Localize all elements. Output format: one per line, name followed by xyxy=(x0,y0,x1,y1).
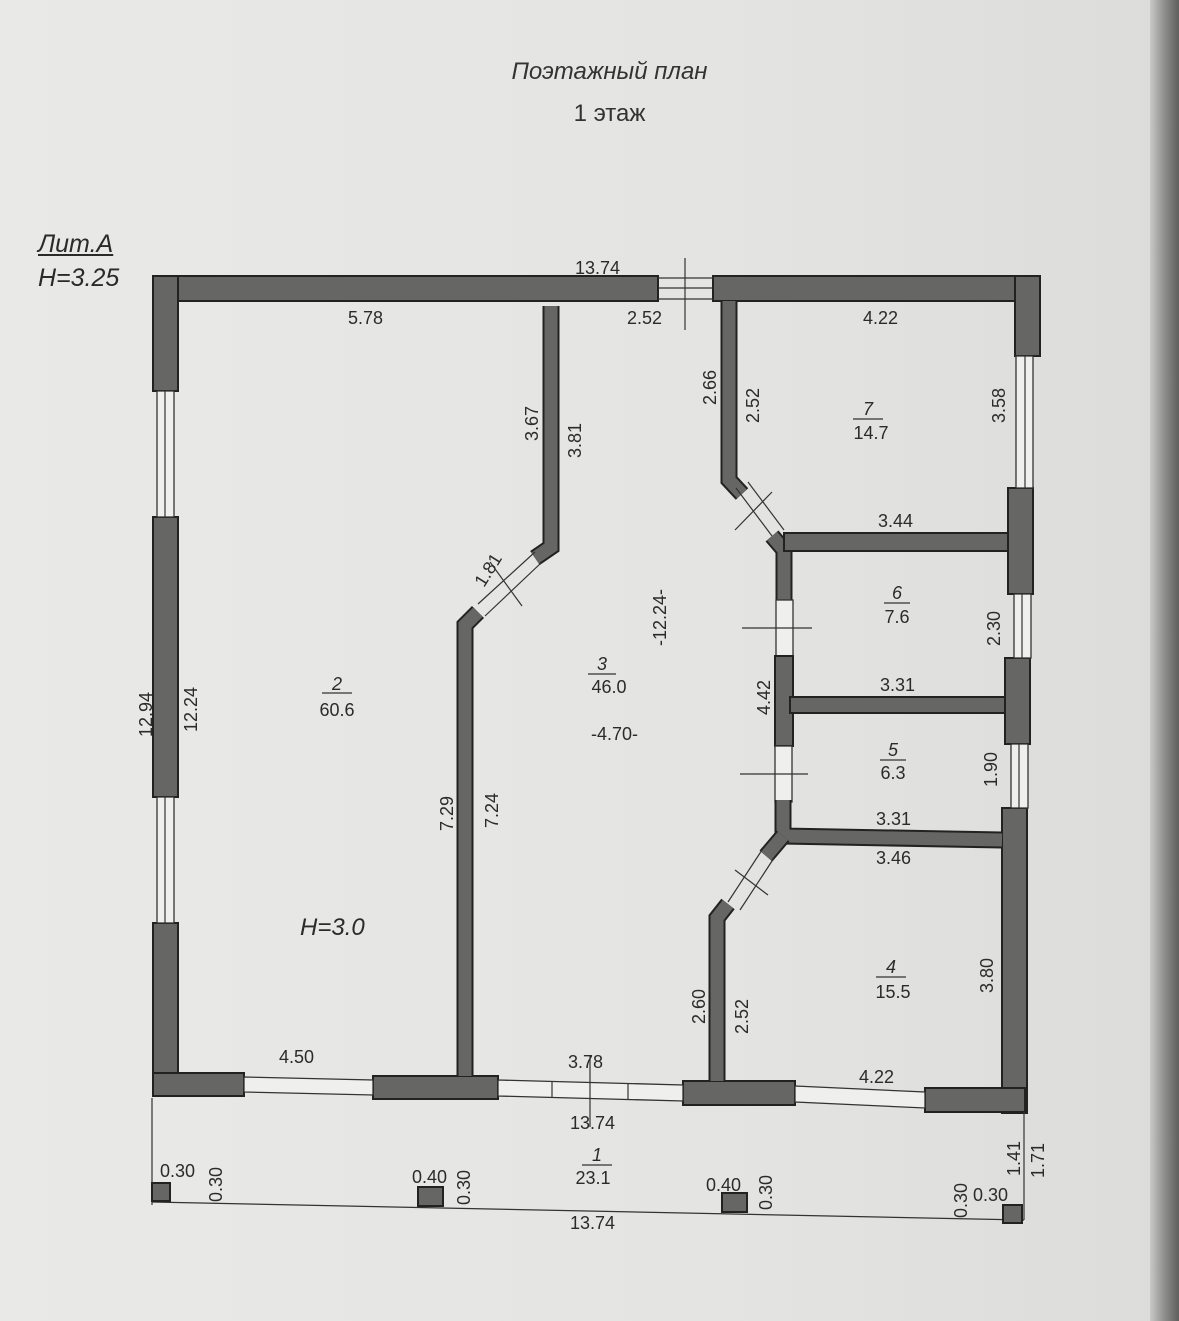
room-6-label: 6 7.6 xyxy=(884,583,910,627)
dim-wall-a-inner: 3.81 xyxy=(565,423,585,458)
dim-top-door: 2.52 xyxy=(627,308,662,328)
dim-room4-right: 3.80 xyxy=(977,958,997,993)
dim-terrace-total: 13.74 xyxy=(570,1213,615,1233)
dim-pillar3-w: 0.40 xyxy=(706,1175,741,1195)
floor-label: 1 этаж xyxy=(573,100,646,127)
liter-label: Лит.А xyxy=(38,230,114,258)
dim-pillar4-h: 0.30 xyxy=(951,1183,971,1218)
dim-room7-right: 3.58 xyxy=(989,388,1009,423)
dim-left-inner: 12.24 xyxy=(181,687,201,732)
dim-bottom-left: 4.50 xyxy=(279,1047,314,1067)
window-bottom-2 xyxy=(794,1085,926,1109)
dim-room4-top: 3.46 xyxy=(876,848,911,868)
terrace-outline xyxy=(151,1201,1025,1221)
dim-partition-vertical: 4.42 xyxy=(754,680,774,715)
dim-room5-right: 1.90 xyxy=(981,752,1001,787)
wall-left-1 xyxy=(152,275,179,392)
dim-pillar2-w: 0.40 xyxy=(412,1167,447,1187)
dim-top-right: 4.22 xyxy=(863,308,898,328)
svg-text:3: 3 xyxy=(597,654,607,674)
page-edge xyxy=(1150,0,1179,1321)
dim-pillar2-h: 0.30 xyxy=(454,1170,474,1205)
wall-right-3 xyxy=(1004,657,1031,745)
svg-text:5: 5 xyxy=(888,740,899,760)
window-bottom-1 xyxy=(243,1076,374,1096)
svg-text:6: 6 xyxy=(892,583,903,603)
plan-title: Поэтажный план xyxy=(511,58,708,85)
wall-right-1 xyxy=(1014,275,1041,357)
svg-text:7.6: 7.6 xyxy=(884,607,909,627)
dim-wall-b-outer: 7.29 xyxy=(437,796,457,831)
wall-left-2 xyxy=(152,516,179,798)
room-4-label: 4 15.5 xyxy=(875,957,910,1002)
svg-text:23.1: 23.1 xyxy=(575,1168,610,1188)
dim-bottom-total: 13.74 xyxy=(570,1113,615,1133)
dim-room6-right: 2.30 xyxy=(984,611,1004,646)
dim-room7-bottom: 3.44 xyxy=(878,511,913,531)
dim-bottom-door: 3.78 xyxy=(568,1052,603,1072)
room-3-label: 3 46.0 xyxy=(588,654,627,697)
dim-right-lower-inner: 2.52 xyxy=(732,999,752,1034)
room-height-label: H=3.0 xyxy=(300,914,365,941)
wall-room7-bottom xyxy=(783,532,1009,552)
dim-terrace-side-inner: 1.41 xyxy=(1004,1141,1024,1176)
svg-text:4: 4 xyxy=(886,957,896,977)
svg-text:15.5: 15.5 xyxy=(875,982,910,1002)
wall-bottom-2 xyxy=(372,1075,499,1100)
building-height-label: H=3.25 xyxy=(38,264,120,292)
wall-bottom-4 xyxy=(924,1087,1026,1113)
wall-room6-bottom xyxy=(789,696,1006,714)
pillar-2 xyxy=(417,1186,444,1207)
pillar-1 xyxy=(151,1182,171,1202)
svg-text:2: 2 xyxy=(331,674,342,694)
dim-wall-a-outer: 3.67 xyxy=(522,406,542,441)
room-5-label: 5 6.3 xyxy=(880,740,906,783)
pillar-4 xyxy=(1002,1204,1023,1224)
svg-text:46.0: 46.0 xyxy=(591,677,626,697)
dim-center-horizontal: -4.70- xyxy=(591,724,638,744)
dim-right-upper-inner: 2.52 xyxy=(743,388,763,423)
wall-top-left xyxy=(152,275,659,302)
wall-bottom-3 xyxy=(682,1080,796,1106)
wall-right-2 xyxy=(1007,487,1034,595)
pillar-3 xyxy=(721,1192,748,1213)
svg-text:7: 7 xyxy=(863,399,874,419)
dim-pillar1-h: 0.30 xyxy=(206,1167,226,1202)
svg-text:60.6: 60.6 xyxy=(319,700,354,720)
wall-top-right xyxy=(712,275,1041,302)
room-1-label: 1 23.1 xyxy=(575,1145,612,1188)
svg-text:14.7: 14.7 xyxy=(853,423,888,443)
wall-bottom-1 xyxy=(152,1072,245,1097)
dim-right-lower-outer: 2.60 xyxy=(689,989,709,1024)
dim-top-left: 5.78 xyxy=(348,308,383,328)
dim-right-upper-outer: 2.66 xyxy=(700,370,720,405)
dim-center-vertical: -12.24- xyxy=(650,589,670,646)
room-7-label: 7 14.7 xyxy=(853,399,889,443)
dim-top-total: 13.74 xyxy=(575,258,620,278)
dim-left-outer: 12.94 xyxy=(136,692,156,737)
wall-left-3 xyxy=(152,922,179,1096)
dim-terrace-side-outer: 1.71 xyxy=(1028,1143,1048,1178)
dim-room5-bottom: 3.31 xyxy=(876,809,911,829)
dim-pillar4-w: 0.30 xyxy=(973,1185,1008,1205)
svg-text:6.3: 6.3 xyxy=(880,763,905,783)
room-2-label: 2 60.6 xyxy=(319,674,354,720)
dim-pillar1-w: 0.30 xyxy=(160,1161,195,1181)
svg-text:1: 1 xyxy=(592,1145,602,1165)
wall-right-4 xyxy=(1001,807,1028,1114)
dim-room6-bottom: 3.31 xyxy=(880,675,915,695)
dim-wall-b-inner: 7.24 xyxy=(482,793,502,828)
dim-pillar3-h: 0.30 xyxy=(756,1175,776,1210)
dim-bottom-right: 4.22 xyxy=(859,1067,894,1087)
